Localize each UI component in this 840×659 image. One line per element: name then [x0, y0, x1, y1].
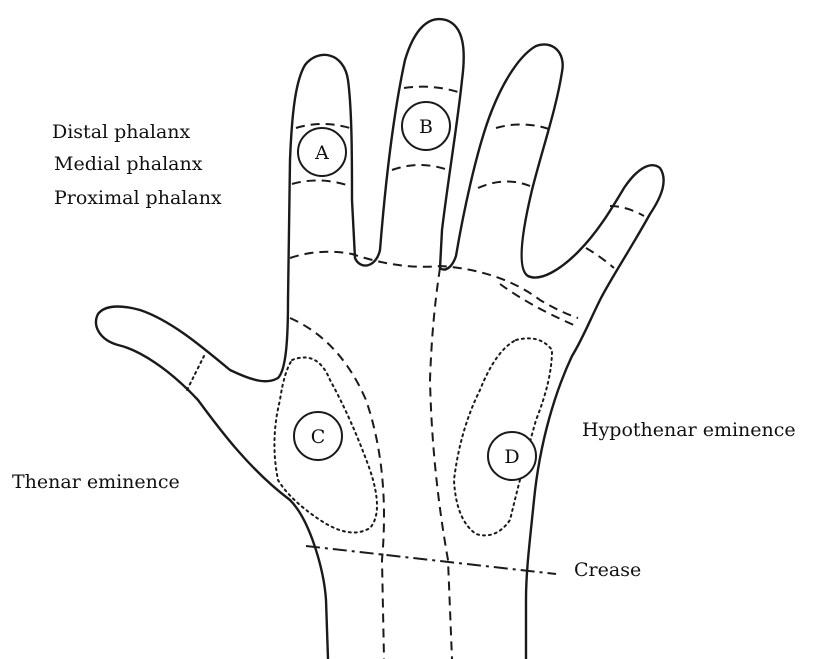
marker-d: D	[504, 446, 519, 468]
little-joint-medial	[586, 248, 614, 268]
label-medial-phalanx: Medial phalanx	[54, 153, 203, 175]
marker-b: B	[419, 116, 433, 138]
label-proximal-phalanx: Proximal phalanx	[54, 187, 222, 209]
middle-joint-distal	[404, 87, 458, 92]
label-hypothenar-eminence: Hypothenar eminence	[582, 419, 796, 441]
wrist-crease-line	[306, 546, 556, 574]
marker-c: C	[311, 426, 326, 448]
middle-crease	[430, 268, 452, 659]
label-thenar-eminence: Thenar eminence	[12, 471, 180, 493]
label-crease: Crease	[574, 559, 641, 581]
little-joint-distal	[610, 206, 644, 216]
finger-base-crease	[290, 252, 578, 318]
ring-joint-medial	[478, 181, 530, 188]
ring-little-base	[500, 284, 576, 326]
thumb-joint	[186, 356, 204, 392]
middle-joint-medial	[392, 165, 448, 170]
index-joint-medial	[292, 180, 350, 186]
thenar-crease	[290, 318, 384, 659]
ring-joint-distal	[496, 124, 552, 130]
marker-a: A	[314, 142, 329, 164]
label-distal-phalanx: Distal phalanx	[52, 121, 191, 143]
